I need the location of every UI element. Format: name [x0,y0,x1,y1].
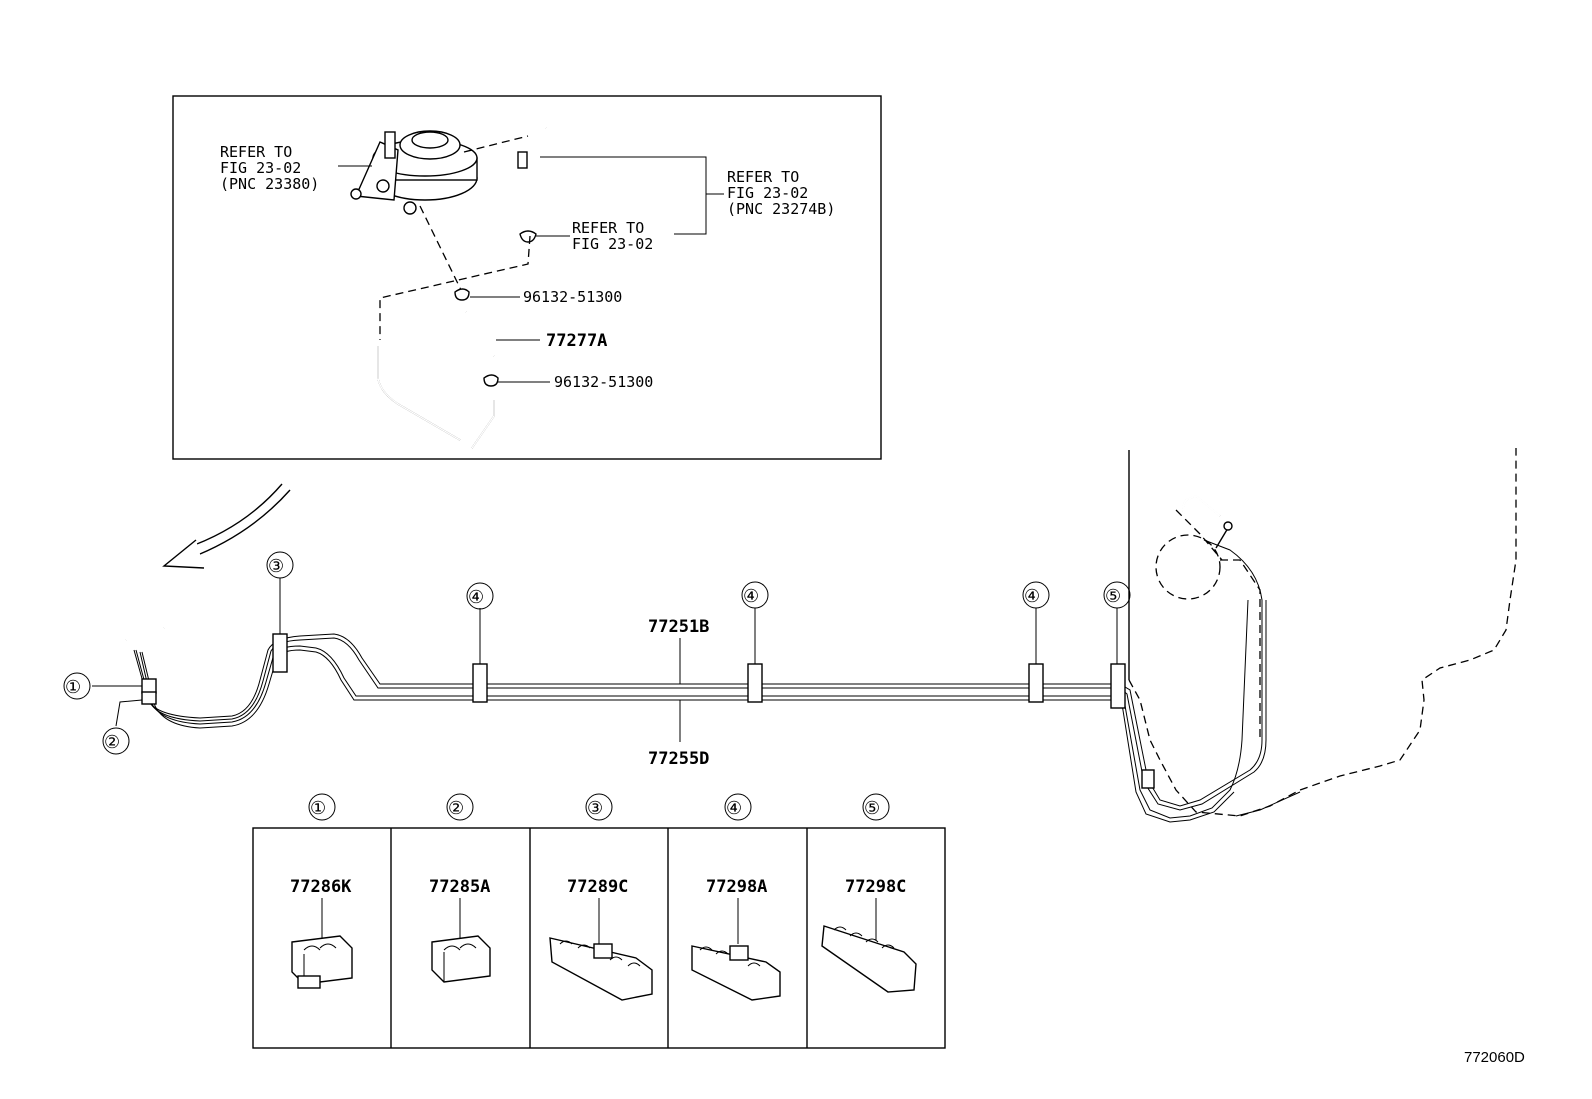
refer-b-line3: (PNC 23274B) [727,200,835,218]
tube-clamps [141,633,1126,709]
tube-upper-label: 77251B [648,617,709,637]
clip-lower [483,374,499,387]
legend-marker-5: ⑤ [864,798,880,819]
vent-pipe [517,121,548,243]
clip-lower-label: 96132-51300 [554,373,653,391]
legend-part-1: 77286K [290,877,352,897]
refer-a-line2: FIG 23-02 [220,159,301,177]
legend-part-5: 77298C [845,877,906,897]
callout-1: ① [65,677,81,698]
callout-2: ② [104,732,120,753]
inset-frame [172,95,882,460]
clamp-3 [272,633,288,673]
refer-c-line1: REFER TO [572,219,644,237]
inset-panel: REFER TO FIG 23-02 (PNC 23380) REFER TO … [172,95,882,460]
tube-lower-label: 77255D [648,749,709,769]
clamp-drawing-3 [549,937,653,1001]
legend-frame [252,827,946,1049]
clamp-drawing-5 [821,925,917,993]
refer-a-line3: (PNC 23380) [220,175,319,193]
legend-marker-4: ④ [726,798,742,819]
callout-markers: ① ② ③ ④ ④ ④ ⑤ [63,551,1131,755]
clamp-4c [1028,663,1044,703]
fuel-tube-run [115,494,1267,823]
legend-part-2: 77285A [429,877,490,897]
refer-a-line1: REFER TO [220,143,292,161]
legend-part-3: 77289C [567,877,628,897]
legend-marker-3: ③ [587,798,603,819]
clip-upper-label: 96132-51300 [523,288,622,306]
figure-id: 772060D [1464,1049,1525,1066]
detail-arrow [162,483,291,569]
clip-upper [454,288,470,301]
canister-assembly [338,130,478,215]
clamp-4a [472,663,488,703]
clamp-drawing-2 [431,935,491,983]
callout-4c: ④ [1024,586,1040,607]
clamp-4b [747,663,763,703]
callout-3: ③ [268,556,284,577]
clamp-drawing-4 [691,945,781,1001]
refer-b-line1: REFER TO [727,168,799,186]
callout-5: ⑤ [1105,586,1121,607]
callout-4a: ④ [468,587,484,608]
legend-part-4: 77298A [706,877,767,897]
clamp-2 [141,691,157,705]
hose-label: 77277A [546,331,607,351]
legend-marker-1: ① [310,798,326,819]
body-outline [1128,448,1517,817]
clamp-5 [1110,663,1126,709]
legend-marker-2: ② [448,798,464,819]
clamp-legend: ① ② ③ ④ ⑤ 77286K 77285A 77289C 77298A 77… [252,793,946,1049]
refer-b-line2: FIG 23-02 [727,184,808,202]
clamp-drawing-1 [291,935,353,989]
refer-c-line2: FIG 23-02 [572,235,653,253]
callout-4b: ④ [743,586,759,607]
main-leaders [92,578,1118,742]
clamp-1 [141,678,157,694]
